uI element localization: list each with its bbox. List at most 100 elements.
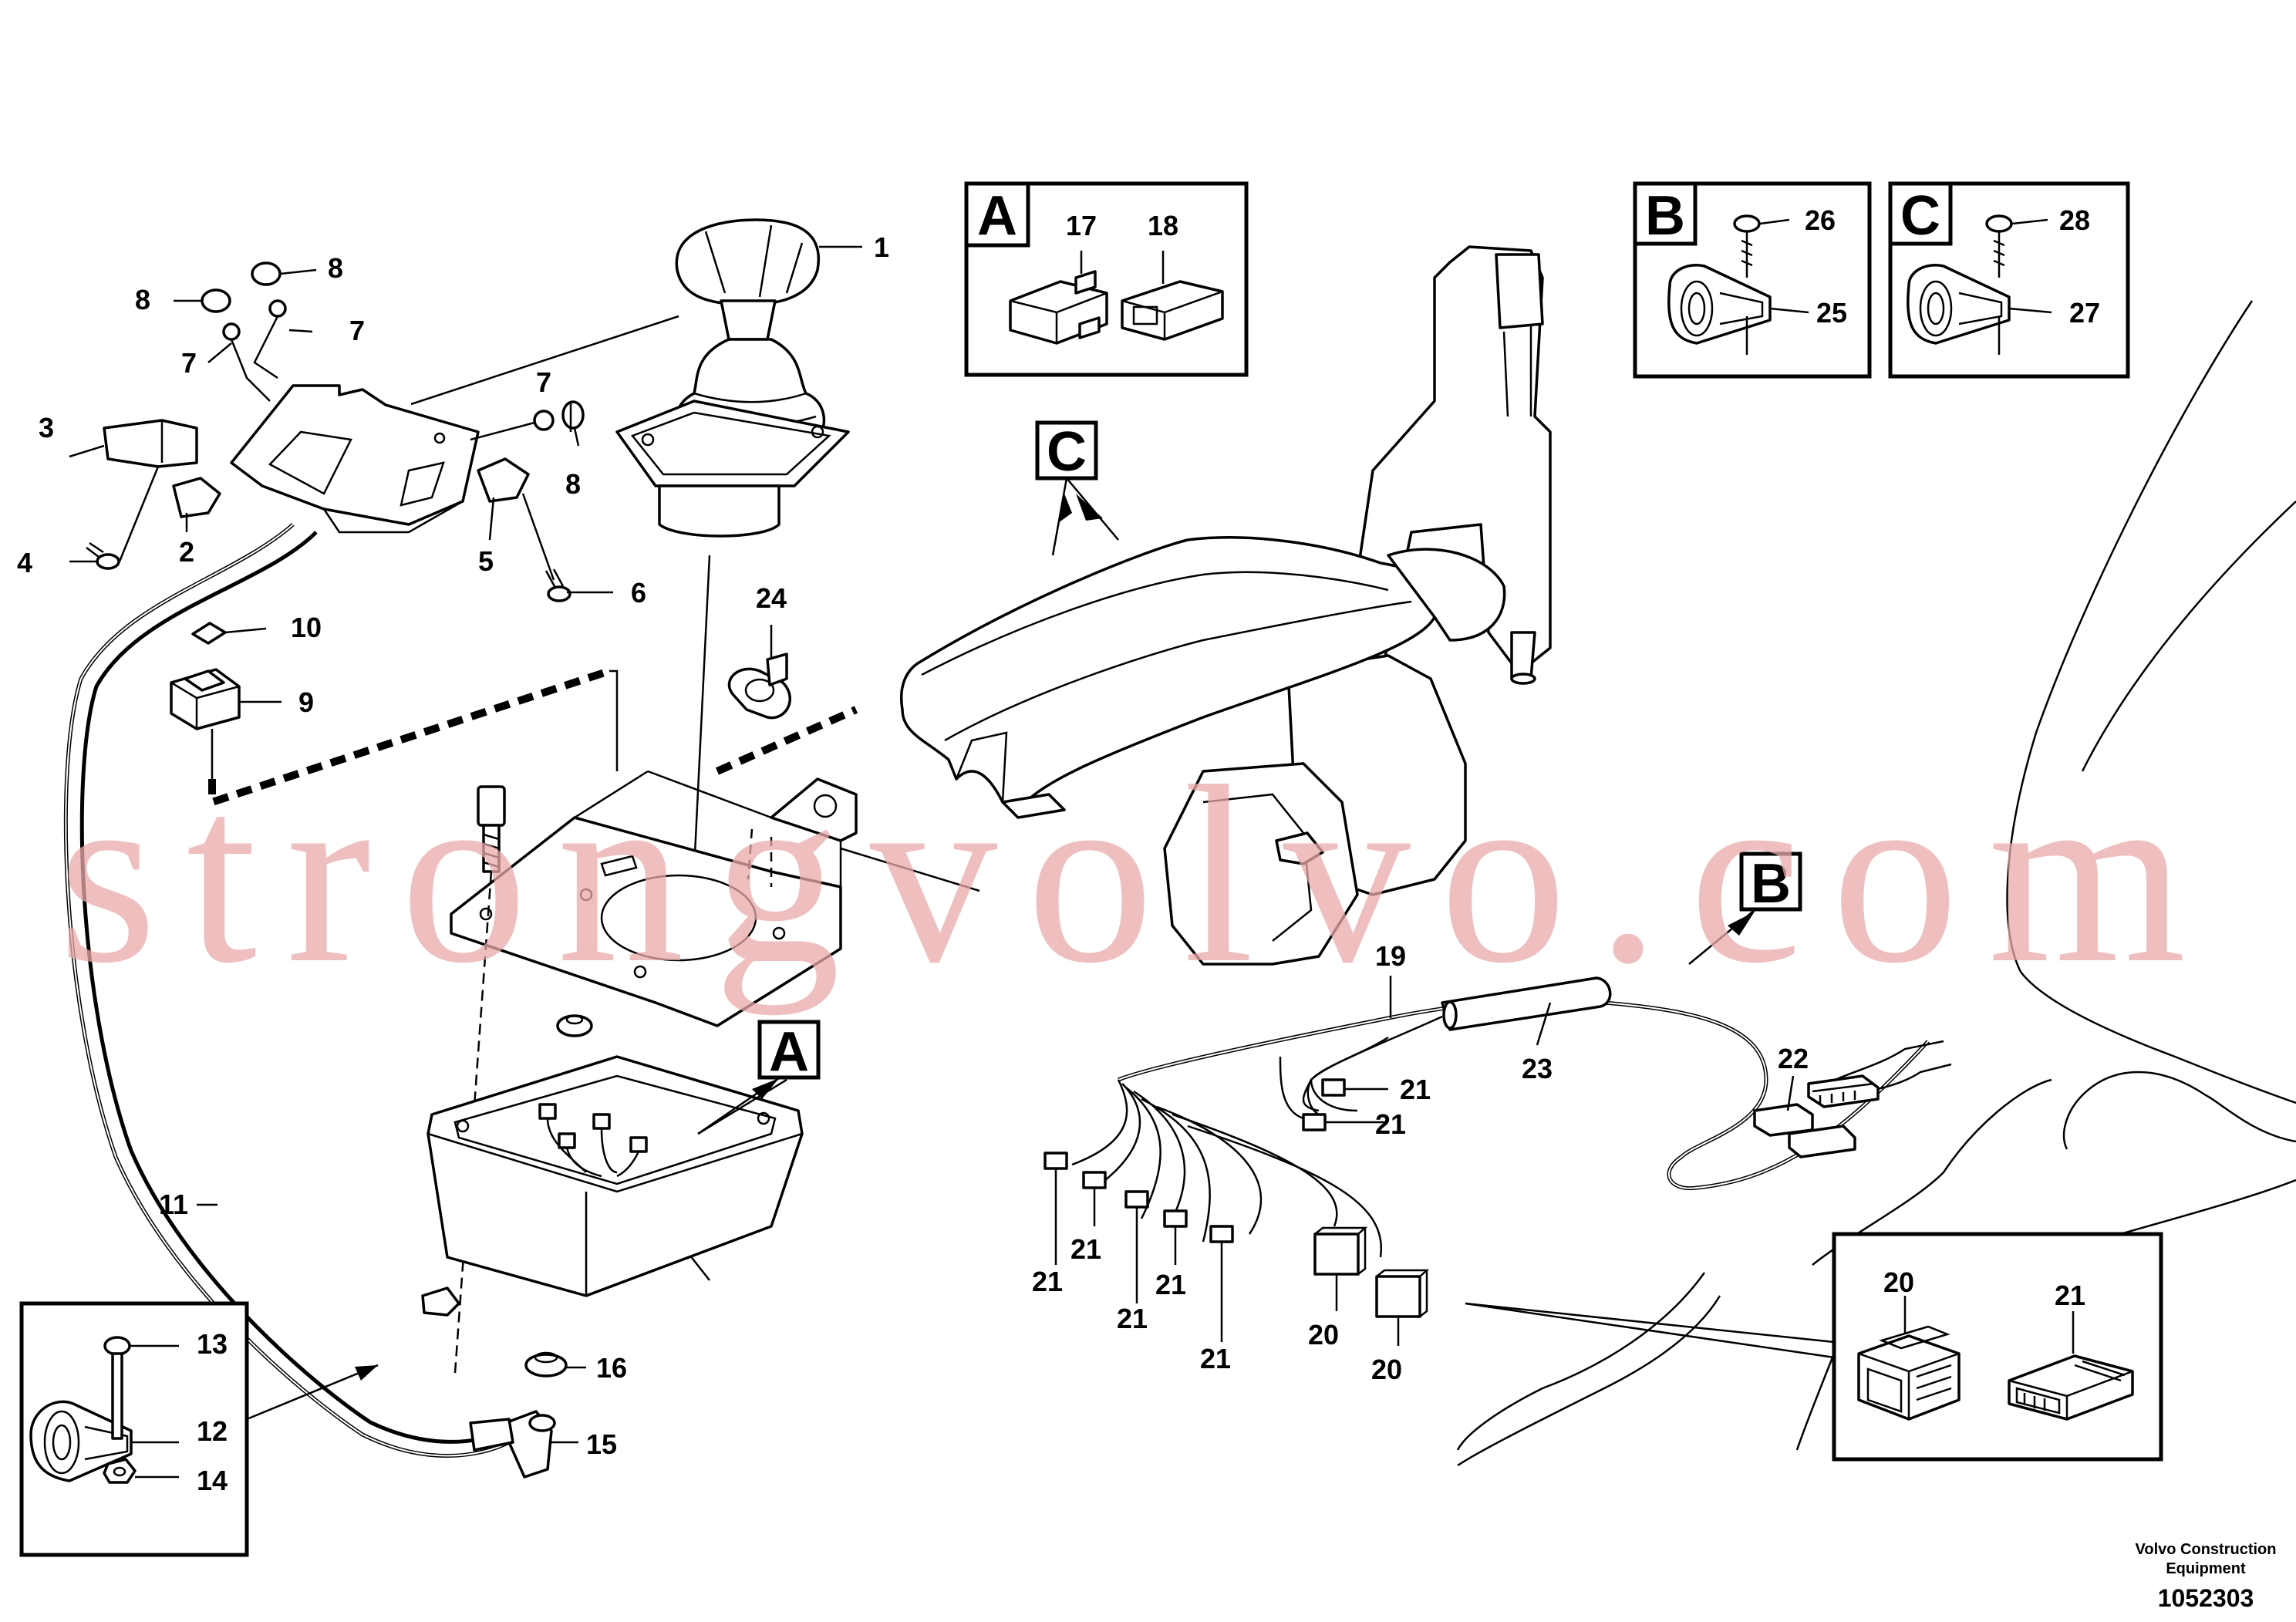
rocker-switch-3 [103, 419, 198, 468]
view-marker-a: A [697, 1020, 821, 1135]
detail-box-c: C [1888, 181, 2130, 379]
callout-26: 26 [1805, 204, 1836, 236]
callout-21d: 21 [1070, 1233, 1101, 1265]
callout-11: 11 [159, 1189, 188, 1220]
callout-7c: 7 [536, 366, 551, 398]
screw-28 [1985, 214, 2013, 355]
callout-24: 24 [756, 582, 787, 614]
callout-12: 12 [197, 1415, 228, 1447]
callout-21b: 21 [1375, 1108, 1406, 1140]
callout-2: 2 [179, 536, 194, 568]
detail-box-b: B [1633, 181, 1872, 379]
detail-box-c-letter: C [1900, 185, 1940, 247]
detail-box-a-letter: A [977, 185, 1017, 247]
callout-27: 27 [2069, 297, 2100, 329]
bulbs-8 [201, 261, 585, 430]
junction-box [426, 1055, 804, 1297]
callout-13: 13 [197, 1328, 228, 1360]
callout-16: 16 [596, 1352, 627, 1384]
push-switch-9 [170, 668, 241, 730]
elbow-fitting-15 [504, 1410, 556, 1479]
callout-15: 15 [586, 1428, 617, 1460]
switch-cap-5 [477, 457, 530, 503]
armrest-assembly [900, 245, 1552, 966]
callout-22: 22 [1778, 1043, 1809, 1074]
callout-17: 17 [1066, 210, 1097, 241]
connectors-20 [1313, 1226, 1430, 1318]
connector-22 [1753, 1074, 1880, 1158]
grommet [556, 1014, 593, 1037]
joystick-knob [675, 218, 821, 341]
callout-10: 10 [291, 612, 322, 643]
view-marker-b: B [1688, 851, 1802, 965]
view-marker-c-letter: C [1047, 421, 1087, 483]
callout-21h: 21 [2055, 1280, 2085, 1311]
callout-20a: 20 [1308, 1319, 1339, 1351]
callout-labels: 1 2 3 4 5 6 7 7 7 8 8 8 9 10 11 12 13 14… [17, 204, 2100, 1496]
callout-7b: 7 [181, 347, 197, 379]
callout-9: 9 [298, 686, 314, 718]
cap-screw [453, 785, 506, 1374]
callout-leaders [69, 245, 1795, 1444]
callout-19: 19 [1375, 940, 1406, 972]
connector-17 [1009, 270, 1108, 345]
mounting-bracket [450, 770, 980, 1027]
callout-20c: 20 [1883, 1266, 1914, 1298]
detail-box-connectors [1832, 1232, 2163, 1462]
screw-26 [1733, 214, 1761, 355]
connector-18 [1121, 280, 1224, 341]
bolt-13 [103, 1336, 131, 1440]
credit-block: Volvo Construction Equipment 1052303 [2136, 1541, 2277, 1612]
callout-20b: 20 [1371, 1354, 1402, 1385]
view-marker-b-letter: B [1751, 853, 1791, 915]
callout-8c: 8 [565, 468, 581, 500]
view-marker-c: C [1035, 420, 1119, 556]
detail-box-cable-clamp [19, 1301, 249, 1557]
callout-5: 5 [478, 545, 494, 577]
callout-4: 4 [17, 547, 32, 578]
credit-line-1: Volvo Construction [2136, 1541, 2277, 1558]
callout-3: 3 [39, 412, 54, 443]
cable-clip-24 [727, 653, 791, 720]
screw-4 [86, 541, 120, 570]
clamp-12 [29, 1400, 133, 1482]
cable-11 [63, 523, 514, 1458]
watermark-text: strongvolvo.com [58, 734, 2215, 1016]
callout-18: 18 [1148, 210, 1178, 241]
joystick-boot [615, 338, 850, 538]
callout-6: 6 [631, 577, 646, 609]
switch-lens-10 [191, 622, 227, 645]
callout-8b: 8 [135, 284, 150, 315]
callout-21e: 21 [1117, 1303, 1148, 1334]
callout-21c: 21 [1032, 1266, 1063, 1297]
callout-7a: 7 [349, 315, 365, 346]
drawing-number: 1052303 [2158, 1584, 2254, 1612]
callout-21f: 21 [1155, 1269, 1186, 1300]
clamp-25 [1667, 264, 1772, 345]
wiring-harness-23 [1071, 976, 1952, 1258]
view-marker-a-letter: A [769, 1021, 809, 1083]
callout-21a: 21 [1400, 1074, 1431, 1105]
connectors-21 [1043, 1078, 1346, 1243]
cable-gland-16 [524, 1351, 568, 1378]
callout-1: 1 [874, 231, 889, 263]
lamp-holders-7 [222, 299, 555, 441]
callout-23: 23 [1522, 1053, 1553, 1084]
nut-14 [103, 1458, 137, 1484]
switch-cap-2 [172, 477, 221, 518]
connector-21-detail [2008, 1354, 2134, 1421]
callout-25: 25 [1816, 297, 1847, 329]
clamp-27 [1907, 264, 2011, 345]
credit-line-2: Equipment [2166, 1560, 2246, 1577]
switch-panel-cover [230, 384, 480, 534]
callout-14: 14 [197, 1465, 228, 1496]
callout-8a: 8 [328, 252, 343, 284]
screw-6 [544, 568, 571, 602]
connector-20-detail [1857, 1325, 1961, 1421]
callout-21g: 21 [1200, 1343, 1231, 1374]
nut [421, 1286, 460, 1317]
detail-box-a: A [964, 181, 1249, 377]
callout-28: 28 [2059, 204, 2090, 236]
detail-box-b-letter: B [1645, 185, 1685, 247]
